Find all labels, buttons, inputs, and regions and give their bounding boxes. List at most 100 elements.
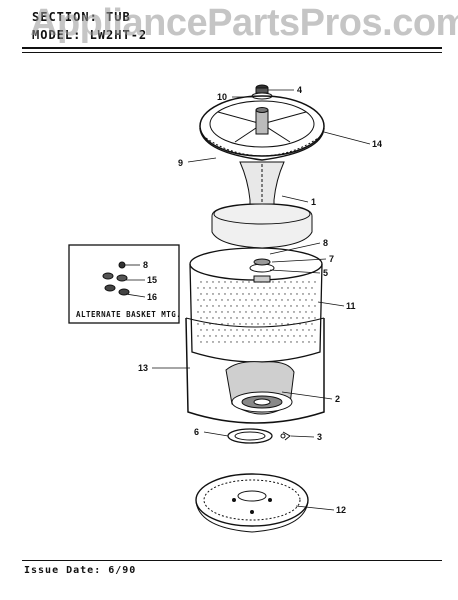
perforation-dot: [206, 317, 208, 319]
perforation-dot: [254, 317, 256, 319]
perforation-dot: [302, 341, 304, 343]
perforation-dot: [299, 311, 301, 313]
callout-12: 12: [336, 505, 346, 515]
callout-4: 4: [297, 85, 302, 95]
perforation-dot: [236, 341, 238, 343]
perforation-dot: [254, 341, 256, 343]
perforation-dot: [242, 305, 244, 307]
perforation-dot: [209, 299, 211, 301]
callout-10: 10: [217, 92, 227, 102]
perforation-dot: [251, 299, 253, 301]
perforation-dot: [308, 305, 310, 307]
part-3-clip: [280, 431, 291, 441]
perforation-dot: [284, 293, 286, 295]
perforation-dot: [200, 293, 202, 295]
perforation-dot: [242, 329, 244, 331]
perforation-dot: [200, 281, 202, 283]
perforation-dot: [314, 341, 316, 343]
perforation-dot: [236, 281, 238, 283]
perforation-dot: [227, 299, 229, 301]
perforation-dot: [260, 293, 262, 295]
perforation-dot: [206, 281, 208, 283]
perforation-dot: [308, 329, 310, 331]
perforation-dot: [266, 341, 268, 343]
perforation-dot: [215, 299, 217, 301]
perforation-dot: [305, 323, 307, 325]
perforation-dot: [293, 311, 295, 313]
header-rule-top: [22, 47, 442, 49]
perforation-dot: [311, 335, 313, 337]
perforation-dot: [305, 299, 307, 301]
perforation-dot: [302, 281, 304, 283]
perforation-dot: [215, 335, 217, 337]
perforation-dot: [248, 329, 250, 331]
perforation-dot: [278, 329, 280, 331]
perforation-dot: [209, 311, 211, 313]
perforation-dot: [242, 281, 244, 283]
perforation-dot: [203, 335, 205, 337]
perforation-dot: [314, 305, 316, 307]
perforation-dot: [227, 311, 229, 313]
perforation-dot: [212, 305, 214, 307]
perforation-dot: [290, 329, 292, 331]
perforation-dot: [281, 323, 283, 325]
perforation-dot: [281, 287, 283, 289]
perforation-dot: [224, 341, 226, 343]
perforation-dot: [311, 299, 313, 301]
perforation-dot: [308, 317, 310, 319]
perforation-dot: [206, 293, 208, 295]
perforation-dot: [275, 311, 277, 313]
perforation-dot: [260, 317, 262, 319]
perforation-dot: [212, 329, 214, 331]
perforation-dot: [275, 323, 277, 325]
perforation-dot: [248, 305, 250, 307]
perforation-dot: [281, 335, 283, 337]
perforation-dot: [296, 317, 298, 319]
perforation-dot: [257, 299, 259, 301]
callout-7: 7: [329, 254, 334, 264]
perforation-dot: [263, 311, 265, 313]
perforation-dot: [287, 335, 289, 337]
perforation-dot: [314, 317, 316, 319]
perforation-dot: [224, 317, 226, 319]
perforation-dot: [263, 299, 265, 301]
perforation-dot: [272, 329, 274, 331]
perforation-dot: [212, 293, 214, 295]
callout-11: 11: [346, 301, 356, 311]
perforation-dot: [206, 341, 208, 343]
perforation-dot: [296, 281, 298, 283]
perforation-dot: [278, 281, 280, 283]
perforation-dot: [224, 281, 226, 283]
perforation-dot: [221, 287, 223, 289]
perforation-dot: [293, 287, 295, 289]
perforation-dot: [245, 311, 247, 313]
perforation-dot: [245, 299, 247, 301]
perforation-dot: [215, 287, 217, 289]
perforation-dot: [269, 323, 271, 325]
perforation-dot: [233, 323, 235, 325]
callout-1: 1: [311, 197, 316, 207]
perforation-dot: [254, 305, 256, 307]
perforation-dot: [251, 287, 253, 289]
perforation-dot: [236, 329, 238, 331]
perforation-dot: [275, 287, 277, 289]
perforation-dot: [218, 341, 220, 343]
perforation-dot: [230, 317, 232, 319]
perforation-dot: [245, 287, 247, 289]
perforation-dot: [236, 305, 238, 307]
part-14-basket-ring: [199, 92, 325, 161]
perforation-dot: [260, 329, 262, 331]
perforation-dot: [311, 311, 313, 313]
perforation-dot: [311, 323, 313, 325]
perforation-dot: [314, 281, 316, 283]
perforation-dot: [290, 305, 292, 307]
perforation-dot: [299, 287, 301, 289]
perforation-dot: [200, 329, 202, 331]
perforation-dot: [272, 281, 274, 283]
part-1-hub: [211, 161, 313, 249]
perforation-dot: [290, 341, 292, 343]
perforation-dot: [293, 299, 295, 301]
perforation-dot: [287, 311, 289, 313]
perforation-dot: [230, 293, 232, 295]
perforation-dot: [272, 341, 274, 343]
